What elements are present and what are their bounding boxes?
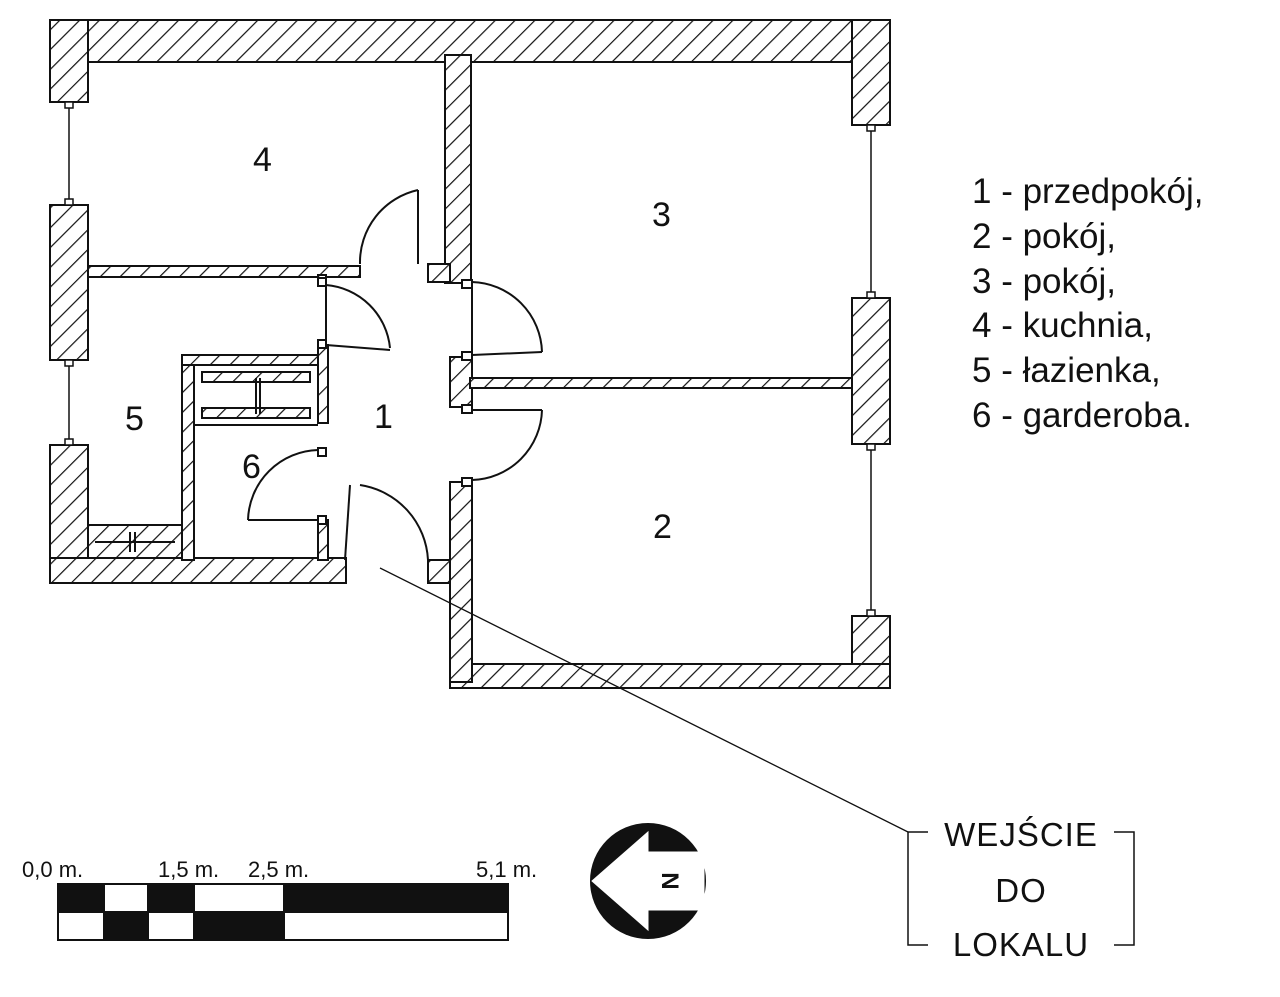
entrance-label: WEJŚCIE DO LOKALU bbox=[908, 812, 1134, 974]
wall-left-top bbox=[49, 19, 89, 103]
legend-item: 2 - pokój, bbox=[972, 216, 1116, 256]
legend-item: 1 - przedpokój, bbox=[972, 172, 1204, 211]
wall-center-mid bbox=[449, 356, 473, 408]
wall-left-mid bbox=[49, 204, 89, 361]
entrance-line: DO bbox=[995, 872, 1047, 909]
entrance-box bbox=[907, 831, 1135, 946]
wall-closet-right-low bbox=[317, 519, 329, 561]
wall-room3-room2 bbox=[469, 377, 853, 389]
wall-closet-right bbox=[317, 344, 329, 424]
wall-door-stub-a bbox=[427, 263, 451, 283]
wall-center-lower bbox=[449, 481, 473, 683]
north-arrow-icon bbox=[590, 823, 706, 939]
room-label-3: 3 bbox=[652, 196, 671, 234]
wall-center-upper bbox=[444, 54, 472, 284]
wall-bottom-right bbox=[449, 663, 891, 689]
wall-entry-stub bbox=[427, 559, 451, 584]
scale-label-3: 5,1 m. bbox=[476, 857, 537, 882]
entrance-line: LOKALU bbox=[952, 926, 1090, 963]
wall-closet-top bbox=[181, 354, 327, 366]
room-label-6: 6 bbox=[242, 448, 261, 486]
entrance-line: WEJŚCIE bbox=[944, 816, 1098, 853]
doors bbox=[247, 189, 543, 561]
wall-right-top bbox=[851, 19, 891, 126]
entrance-leader bbox=[379, 567, 909, 833]
wall-closet-left bbox=[181, 354, 195, 561]
scale-label-1: 1,5 m. bbox=[158, 857, 219, 882]
legend-item: 3 - pokój, bbox=[972, 261, 1116, 301]
legend-item: 5 - łazienka, bbox=[972, 351, 1161, 391]
scale-label-2: 2,5 m. bbox=[248, 857, 309, 882]
room-label-1: 1 bbox=[374, 398, 393, 436]
room-label-4: 4 bbox=[253, 141, 272, 179]
room-label-5: 5 bbox=[125, 400, 144, 438]
wall-right-mid bbox=[851, 297, 891, 445]
windows bbox=[64, 101, 876, 617]
legend-item: 6 - garderoba. bbox=[972, 395, 1192, 435]
north-letter: N bbox=[657, 872, 684, 889]
wall-kitchen-bath bbox=[87, 265, 361, 278]
scale-bar bbox=[57, 883, 509, 941]
legend: 1 - przedpokój, 2 - pokój, 3 - pokój, 4 … bbox=[972, 170, 1204, 439]
room-label-2: 2 bbox=[653, 508, 672, 546]
scale-label-0: 0,0 m. bbox=[22, 857, 83, 882]
door-entrance bbox=[344, 484, 351, 561]
legend-item: 4 - kuchnia, bbox=[972, 306, 1153, 346]
wall-bottom-left bbox=[49, 557, 347, 584]
fixture-lines bbox=[95, 378, 261, 552]
